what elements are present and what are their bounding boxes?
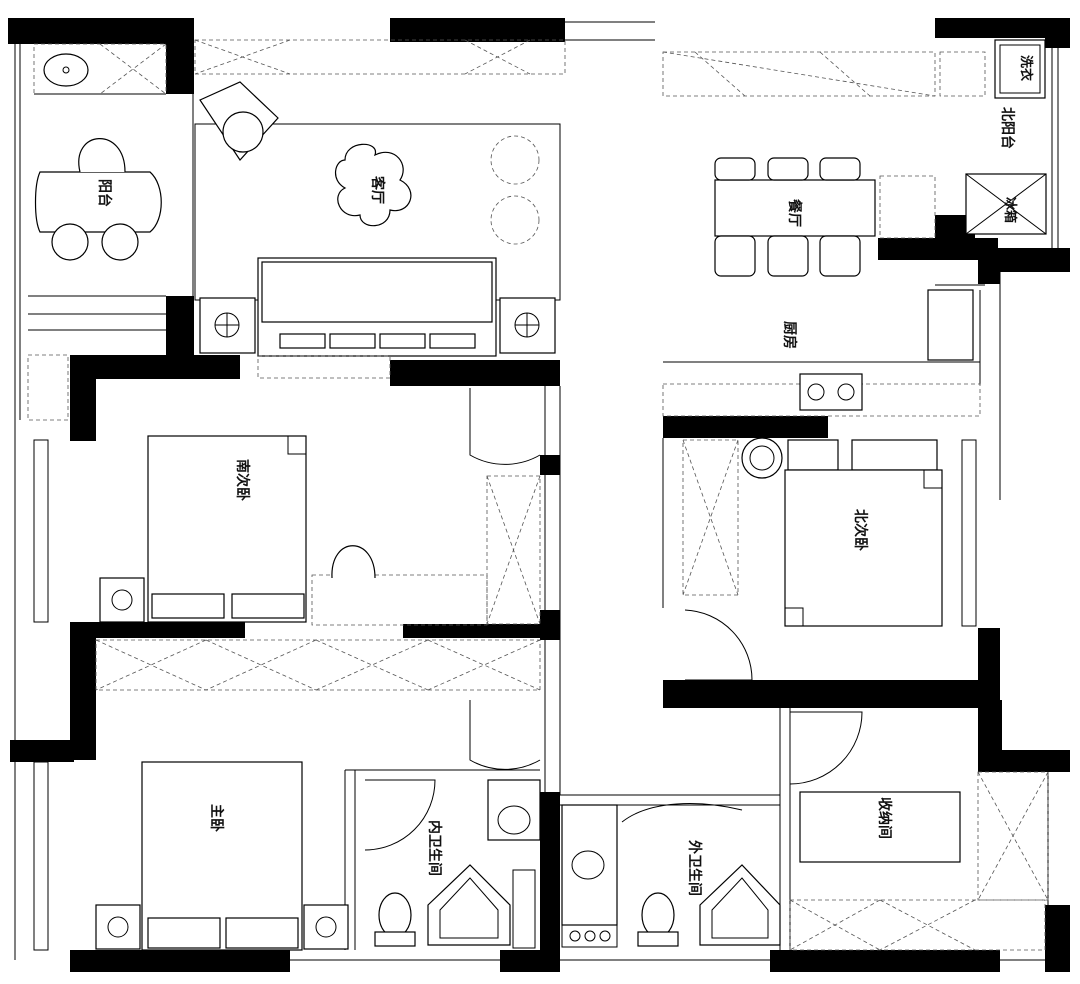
label-bedroom-north: 北次卧	[852, 509, 869, 551]
label-kitchen: 厨房	[781, 321, 798, 349]
south-bedroom-furniture	[99, 388, 541, 626]
window-left	[33, 439, 977, 951]
master-bedroom-furniture	[95, 639, 541, 951]
balcony-furniture	[27, 43, 167, 421]
room-labels: 阳台 客厅 餐厅 北阳台 洗衣 冰箱 厨房 南次卧 北次卧 主卧 内卫生间 外卫…	[96, 55, 1034, 896]
label-balcony-north: 北阳台	[999, 107, 1016, 149]
label-balcony-south: 阳台	[96, 179, 113, 207]
label-bedroom-south: 南次卧	[234, 459, 251, 501]
label-master: 主卧	[208, 804, 225, 832]
label-bath-inner: 内卫生间	[426, 820, 443, 876]
north-bedroom-furniture	[682, 437, 943, 681]
storage-furniture	[789, 711, 1049, 951]
label-dining: 餐厅	[786, 198, 803, 227]
dining-kitchen-furniture	[662, 39, 1047, 417]
structural-walls	[8, 18, 1070, 972]
label-fridge: 冰箱	[1002, 197, 1018, 223]
inner-bath-fixtures	[364, 779, 541, 949]
outer-bath-fixtures	[561, 803, 781, 948]
label-storage: 收纳间	[876, 797, 893, 839]
living-furniture	[194, 39, 566, 379]
label-bath-outer: 外卫生间	[686, 840, 703, 896]
label-washer: 洗衣	[1018, 55, 1034, 81]
label-living: 客厅	[369, 175, 386, 204]
